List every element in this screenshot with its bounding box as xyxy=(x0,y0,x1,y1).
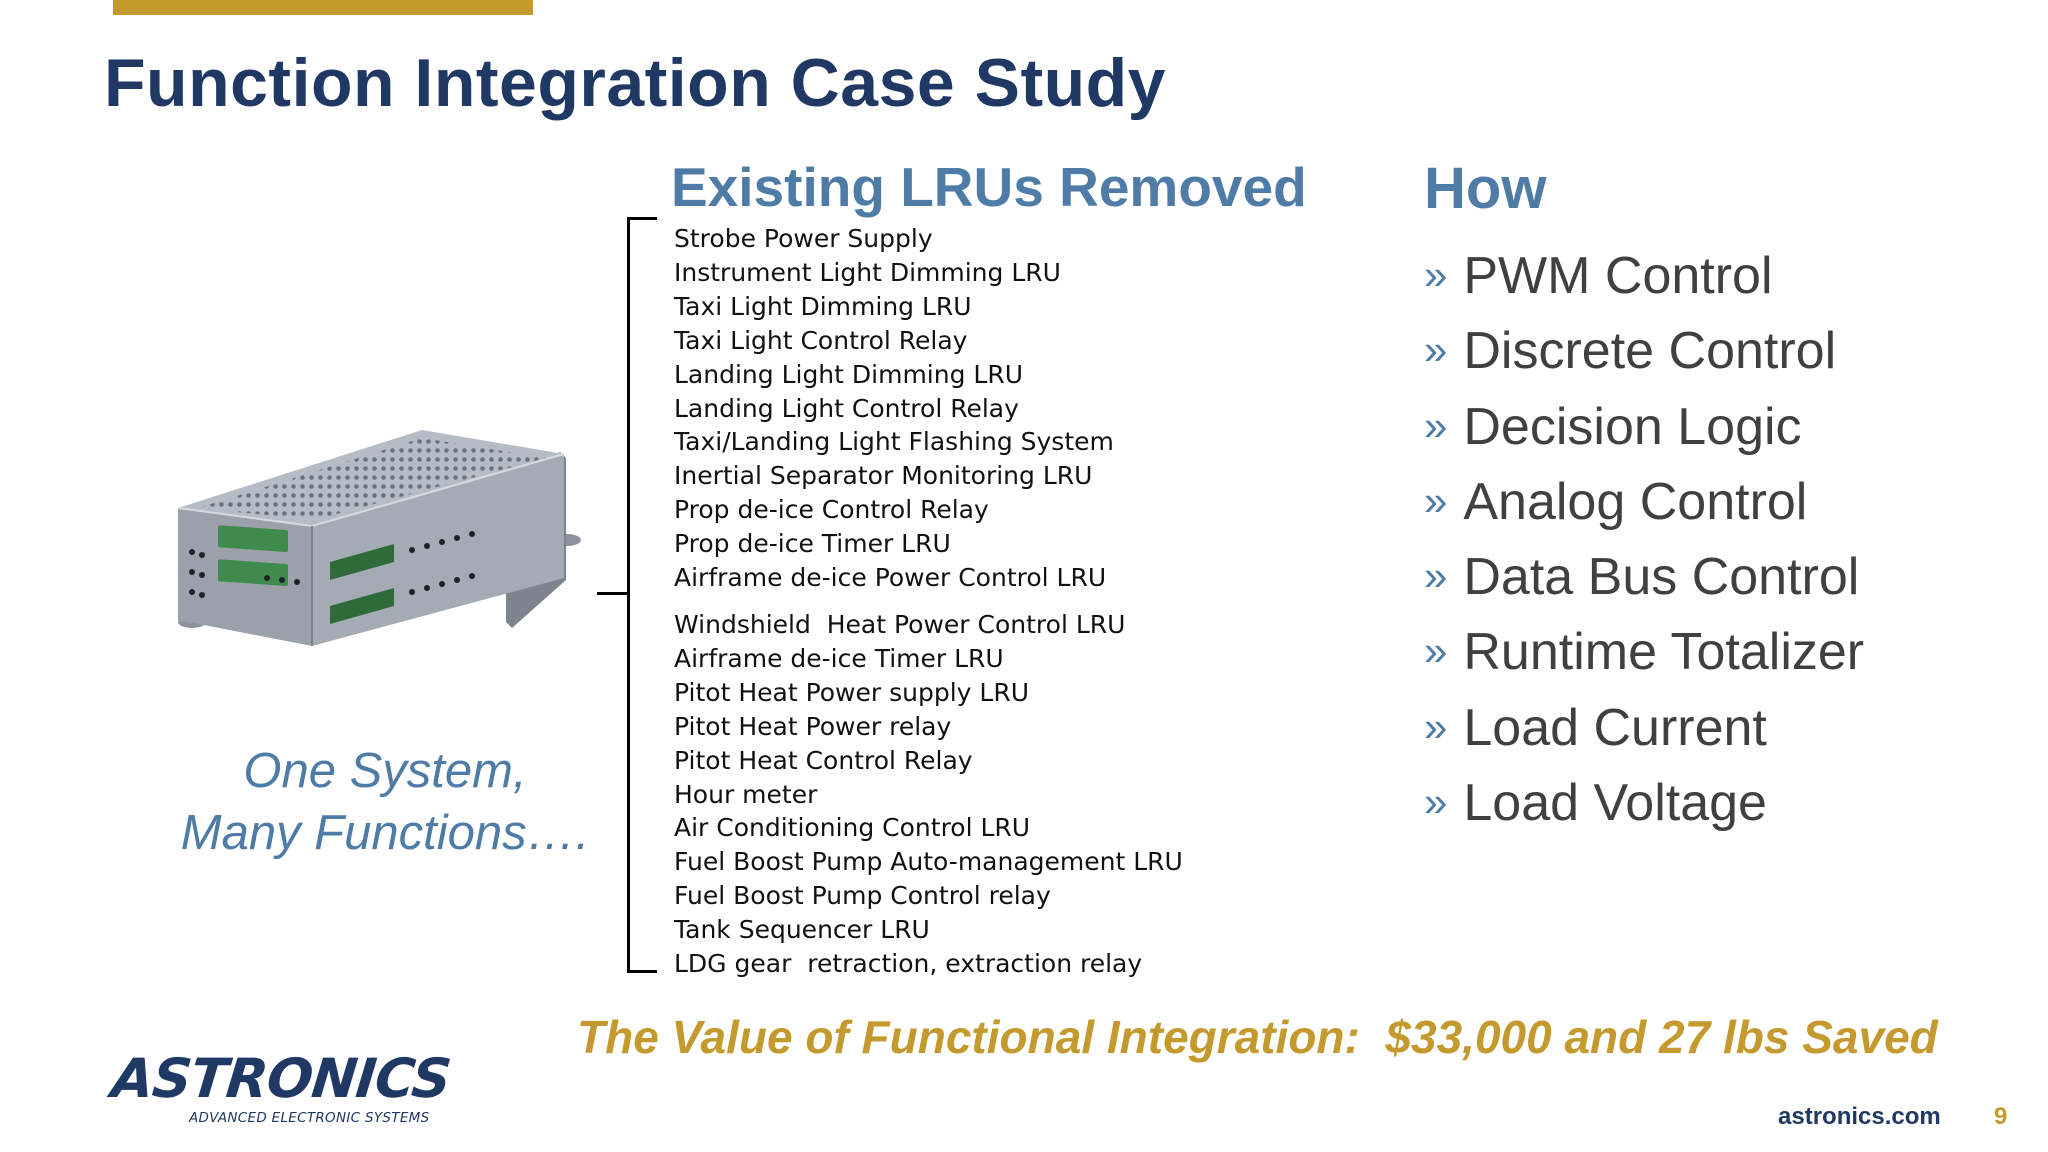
chevron-bullet-icon: » xyxy=(1424,476,1448,524)
list-item: Inertial Separator Monitoring LRU xyxy=(674,461,1093,491)
how-item: » Load Voltage xyxy=(1424,765,1864,840)
logo-wordmark: ASTRONICS xyxy=(108,1047,454,1110)
chevron-bullet-icon: » xyxy=(1424,326,1448,374)
lru-list: Strobe Power Supply Instrument Light Dim… xyxy=(674,222,1183,981)
chevron-bullet-icon: » xyxy=(1424,251,1448,298)
how-item-label: Runtime Totalizer xyxy=(1463,623,1865,682)
how-item: » Load Current xyxy=(1424,690,1864,765)
chevron-bullet-icon: » xyxy=(1424,627,1448,675)
tagline-line-2: Many Functions…. xyxy=(180,806,590,860)
how-item-label: Load Current xyxy=(1463,698,1767,757)
bracket-line xyxy=(627,217,630,973)
control-unit-image xyxy=(177,430,581,646)
how-item-label: Load Voltage xyxy=(1463,774,1767,833)
list-item: Prop de-ice Control Relay xyxy=(674,495,989,525)
how-heading: How xyxy=(1424,156,1547,221)
list-item: Prop de-ice Timer LRU xyxy=(674,529,951,559)
list-item: Taxi Light Control Relay xyxy=(674,325,968,355)
logo-tagline: ADVANCED ELECTRONIC SYSTEMS xyxy=(189,1110,430,1126)
tagline: One System, Many Functions…. xyxy=(160,740,610,864)
lru-heading: Existing LRUs Removed xyxy=(671,156,1307,218)
list-item: Instrument Light Dimming LRU xyxy=(674,257,1061,287)
chevron-bullet-icon: » xyxy=(1424,552,1448,600)
astronics-logo: ASTRONICS ADVANCED ELECTRONIC SYSTEMS xyxy=(109,1047,454,1133)
how-item-label: Analog Control xyxy=(1463,472,1808,531)
list-item: Airframe de-ice Timer LRU xyxy=(674,643,1004,673)
top-accent-bar xyxy=(113,0,533,15)
how-item-label: Decision Logic xyxy=(1463,397,1802,456)
list-item: Tank Sequencer LRU xyxy=(674,915,930,945)
how-item: » PWM Control xyxy=(1424,238,1864,313)
value-banner: The Value of Functional Integration: $33… xyxy=(577,1011,1938,1063)
list-item: LDG gear retraction, extraction relay xyxy=(674,949,1143,979)
page-title: Function Integration Case Study xyxy=(104,45,1166,121)
bracket-top-tick xyxy=(627,217,657,220)
list-item: Fuel Boost Pump Auto-management LRU xyxy=(674,847,1183,877)
how-item-label: Data Bus Control xyxy=(1463,548,1860,607)
how-item: » Data Bus Control xyxy=(1424,539,1864,614)
list-item: Taxi/Landing Light Flashing System xyxy=(674,427,1114,457)
list-item: Pitot Heat Control Relay xyxy=(674,745,973,775)
list-item: Air Conditioning Control LRU xyxy=(674,813,1031,843)
list-item: Airframe de-ice Power Control LRU xyxy=(674,563,1107,593)
chevron-bullet-icon: » xyxy=(1424,401,1448,449)
chevron-bullet-icon: » xyxy=(1424,702,1448,750)
how-item: » Discrete Control xyxy=(1424,313,1864,388)
list-item: Landing Light Control Relay xyxy=(674,393,1019,423)
list-item: Fuel Boost Pump Control relay xyxy=(674,881,1051,911)
chevron-bullet-icon: » xyxy=(1424,778,1448,826)
list-item: Windshield Heat Power Control LRU xyxy=(674,609,1126,639)
list-item: Pitot Heat Power supply LRU xyxy=(674,677,1029,707)
how-item: » Decision Logic xyxy=(1424,389,1864,464)
list-item: Hour meter xyxy=(674,779,818,809)
how-item-label: PWM Control xyxy=(1463,247,1773,305)
bracket-bottom-tick xyxy=(627,970,657,973)
how-item-label: Discrete Control xyxy=(1463,322,1837,381)
list-item: Taxi Light Dimming LRU xyxy=(674,291,972,321)
tagline-line-1: One System, xyxy=(243,744,527,798)
how-item: » Runtime Totalizer xyxy=(1424,614,1864,689)
list-item: Landing Light Dimming LRU xyxy=(674,359,1024,389)
how-item: » Analog Control xyxy=(1424,464,1864,539)
website-link[interactable]: astronics.com xyxy=(1778,1103,1941,1130)
how-list: » PWM Control » Discrete Control » Decision… xyxy=(1424,238,1864,840)
list-item: Strobe Power Supply xyxy=(674,224,933,253)
page-number: 9 xyxy=(1994,1103,2008,1130)
bracket-stem xyxy=(597,592,630,595)
list-item: Pitot Heat Power relay xyxy=(674,711,952,741)
